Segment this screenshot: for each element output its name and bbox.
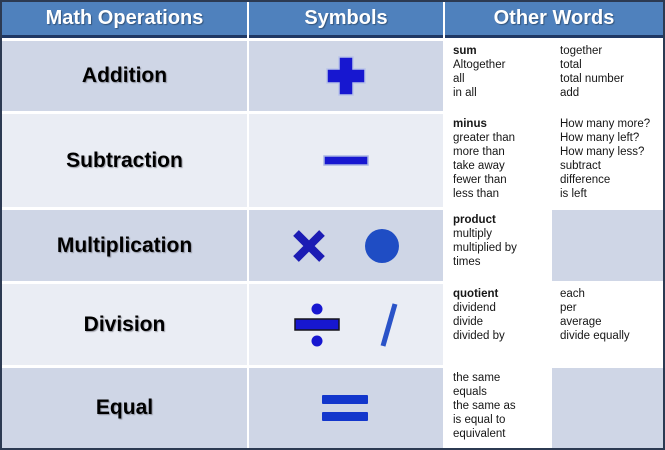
keyword: equals bbox=[453, 386, 487, 398]
operation-cell: Equal bbox=[2, 368, 247, 448]
other-words-cell-primary: the same equals the same as is equal to equi… bbox=[445, 368, 550, 448]
keyword: add bbox=[560, 87, 580, 99]
symbols-cell bbox=[249, 368, 443, 448]
keyword: divide bbox=[453, 316, 484, 328]
keyword: less than bbox=[453, 188, 500, 200]
operation-cell: Division bbox=[2, 284, 247, 365]
symbols-cell bbox=[249, 114, 443, 207]
keyword: times bbox=[453, 256, 481, 268]
keyword: in all bbox=[453, 87, 477, 99]
other-words-cell-secondary: How many more? How many left? How many les… bbox=[552, 114, 663, 207]
other-words-cell-secondary bbox=[552, 210, 663, 281]
equals-symbol-icon bbox=[322, 394, 370, 422]
keyword: dividend bbox=[453, 302, 496, 314]
keyword: take away bbox=[453, 160, 505, 172]
keyword: equivalent bbox=[453, 428, 506, 440]
keyword: total number bbox=[560, 73, 624, 85]
keyword: difference bbox=[560, 174, 611, 186]
operation-label: Addition bbox=[81, 64, 168, 87]
keyword: the same bbox=[453, 372, 501, 384]
keyword: all bbox=[453, 73, 465, 85]
other-words-cell-secondary: each per average divide equally bbox=[552, 284, 663, 365]
keyword: more than bbox=[453, 146, 505, 158]
minus-symbol-icon bbox=[323, 155, 369, 166]
keyword: sum bbox=[453, 45, 477, 57]
other-words-cell-secondary bbox=[552, 368, 663, 448]
plus-symbol-icon bbox=[324, 54, 368, 98]
keyword: together bbox=[560, 45, 603, 57]
operation-label: Subtraction bbox=[66, 148, 183, 172]
keyword: product bbox=[453, 214, 496, 226]
other-words-cell-secondary: together total total number add bbox=[552, 41, 663, 111]
operation-label: Division bbox=[83, 312, 166, 336]
keyword: multiply bbox=[453, 228, 492, 240]
operation-label: Multiplication bbox=[56, 233, 193, 257]
other-words-cell-primary: minus greater than more than take away fewer… bbox=[445, 114, 550, 207]
keyword: How many less? bbox=[560, 146, 645, 158]
keyword: is left bbox=[560, 188, 587, 200]
other-words-cell-primary: product multiply multiplied by times bbox=[445, 210, 550, 281]
keyword: divide equally bbox=[560, 330, 630, 342]
other-words-cell-primary: quotient dividend divide divided by bbox=[445, 284, 550, 365]
keyword: is equal to bbox=[453, 414, 506, 426]
keyword: How many left? bbox=[560, 132, 640, 144]
keyword: How many more? bbox=[560, 118, 651, 130]
keyword: fewer than bbox=[453, 174, 507, 186]
symbols-cell bbox=[249, 210, 443, 281]
obelus-symbol-icon bbox=[292, 302, 342, 348]
times-x-symbol-icon bbox=[291, 228, 327, 264]
header-symbols: Symbols bbox=[249, 2, 443, 38]
keyword: total bbox=[560, 59, 582, 71]
keyword: multiplied by bbox=[453, 242, 517, 254]
header-math-operations: Math Operations bbox=[2, 2, 247, 38]
keyword: quotient bbox=[453, 288, 499, 300]
operation-cell: Subtraction bbox=[2, 114, 247, 207]
keyword: the same as bbox=[453, 400, 516, 412]
keyword: divided by bbox=[453, 330, 505, 342]
keyword: greater than bbox=[453, 132, 516, 144]
keyword: minus bbox=[453, 118, 487, 130]
keyword: each bbox=[560, 288, 585, 300]
symbols-cell bbox=[249, 284, 443, 365]
symbols-cell bbox=[249, 41, 443, 111]
keyword: average bbox=[560, 316, 602, 328]
header-other-words: Other Words bbox=[445, 2, 663, 38]
operation-cell: Addition bbox=[2, 41, 247, 111]
dot-symbol-icon bbox=[363, 227, 401, 265]
slash-symbol-icon bbox=[378, 301, 400, 349]
operation-cell: Multiplication bbox=[2, 210, 247, 281]
keyword: per bbox=[560, 302, 577, 314]
operation-label: Equal bbox=[95, 396, 154, 419]
keyword: subtract bbox=[560, 160, 601, 172]
keyword: Altogether bbox=[453, 59, 506, 71]
